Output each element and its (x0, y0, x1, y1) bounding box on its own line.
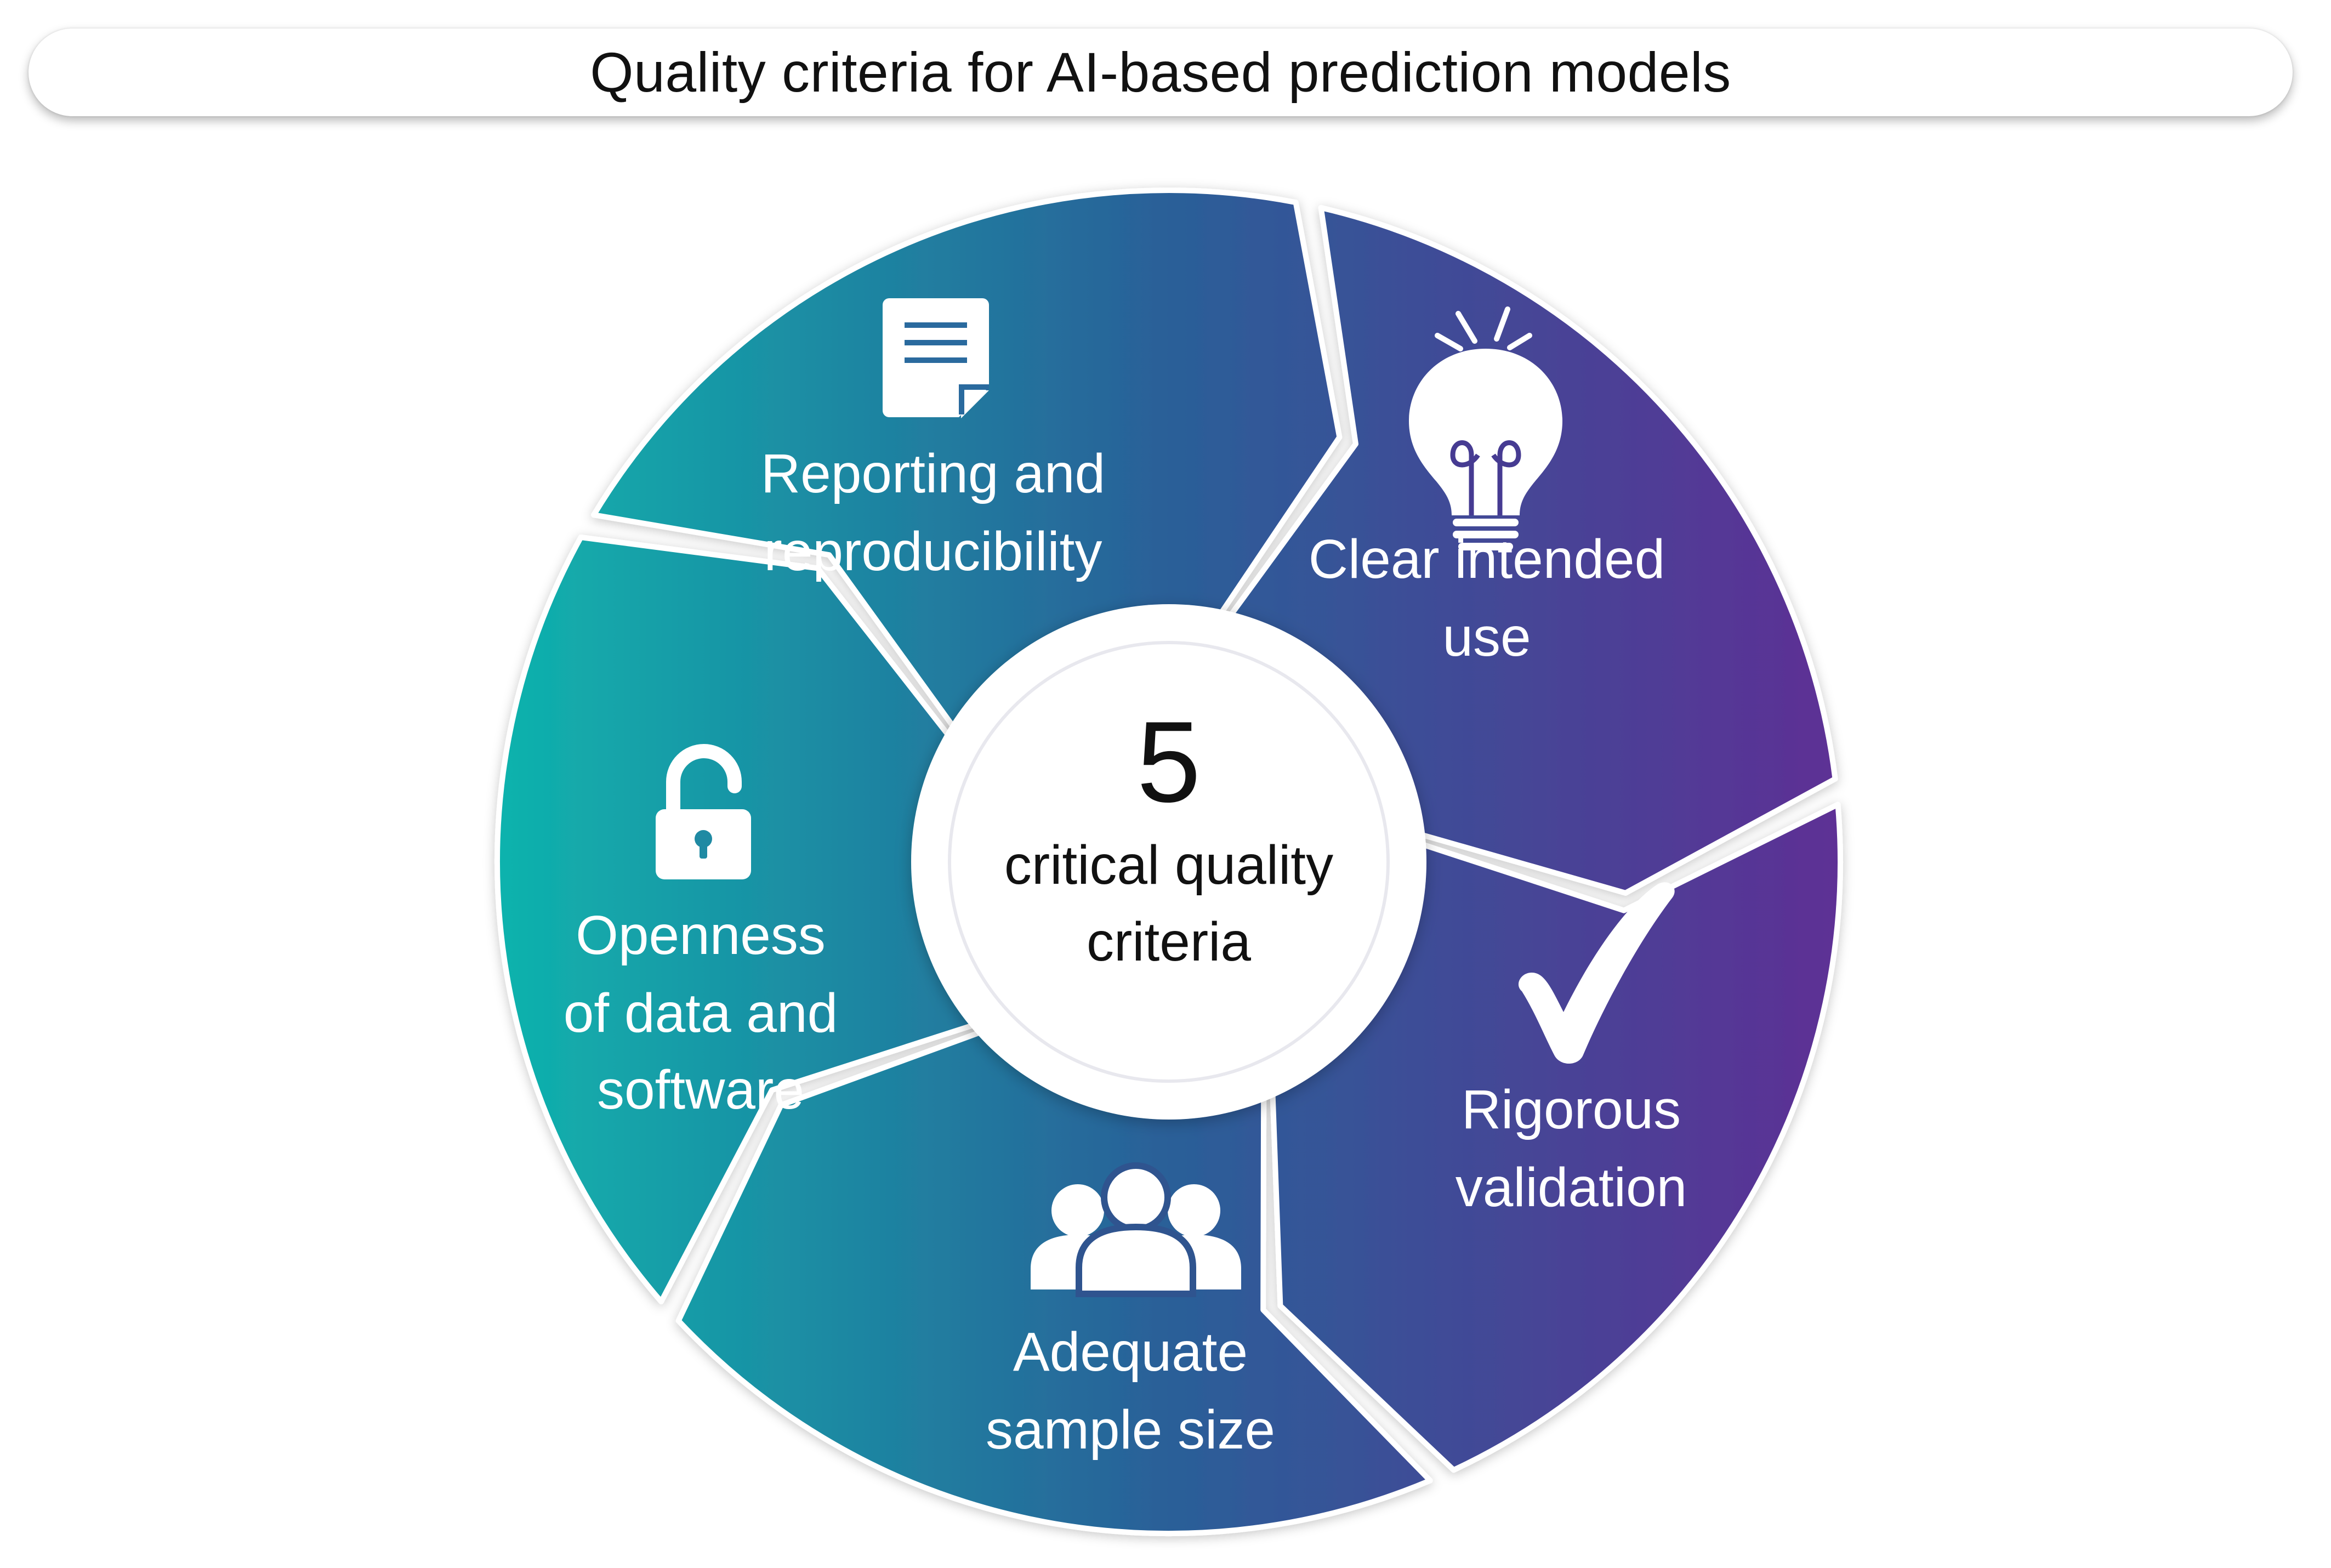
segment-intended-use-line2: use (1442, 606, 1531, 668)
segment-validation-line1: Rigorous (1462, 1079, 1681, 1140)
center-label-line2: criteria (1087, 911, 1251, 973)
lightbulb-icon (1409, 306, 1562, 550)
center-label-line1: critical quality (1004, 834, 1333, 896)
segment-validation-line2: validation (1456, 1157, 1687, 1218)
segment-validation: Rigorous validation (1456, 882, 1687, 1218)
unlock-icon (656, 744, 751, 879)
segment-sample-size: Adequate sample size (986, 1162, 1275, 1461)
title-bar: Quality criteria for AI-based prediction… (29, 29, 2293, 116)
segment-reporting-line2: reproducibility (764, 521, 1102, 582)
page-title: Quality criteria for AI-based prediction… (590, 41, 1731, 104)
segment-openness-line1: Openness (576, 905, 826, 966)
segment-reporting-line1: Reporting and (761, 443, 1105, 504)
segment-reporting: Reporting and reproducibility (761, 298, 1105, 582)
segment-sample-size-line2: sample size (986, 1399, 1275, 1461)
segment-openness-line2: of data and (564, 982, 838, 1044)
segment-openness-line3: software (597, 1059, 804, 1121)
segment-openness: Openness of data and software (564, 744, 838, 1121)
center-number: 5 (1137, 697, 1201, 826)
segment-intended-use: Clear intended use (1309, 306, 1665, 668)
segment-intended-use-line1: Clear intended (1309, 529, 1665, 590)
center-hub: 5 critical quality criteria (911, 604, 1426, 1120)
checkmark-icon (1518, 882, 1675, 1064)
document-icon (883, 298, 989, 418)
segment-sample-size-line1: Adequate (1013, 1321, 1248, 1383)
people-icon (1031, 1162, 1241, 1297)
